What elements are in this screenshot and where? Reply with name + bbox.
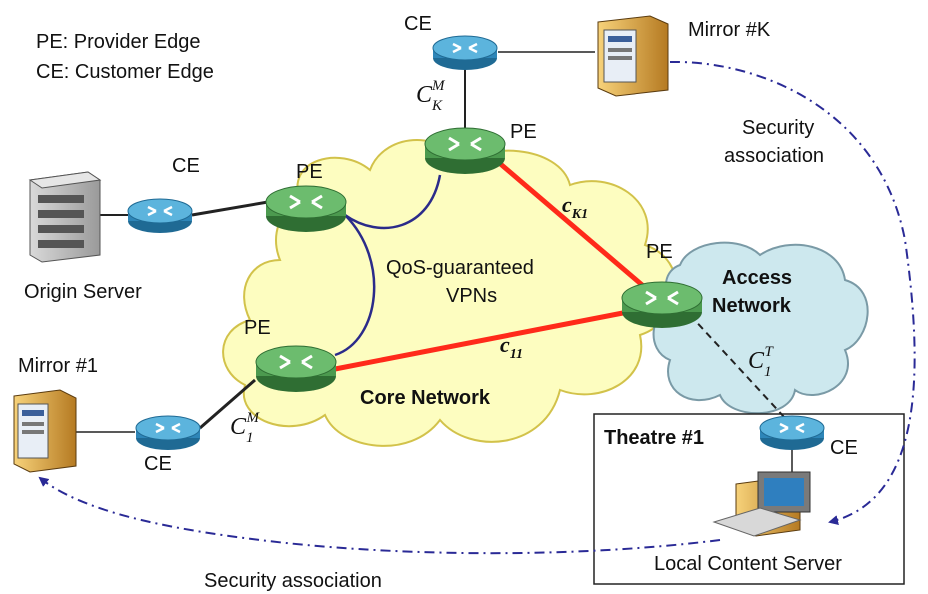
label-mirror-k: Mirror #K [688, 19, 771, 41]
label-c1m: C1M [230, 410, 261, 446]
mirror-1-icon [13, 389, 77, 473]
label-access-network-1: Access [722, 267, 792, 289]
vpn-link-pe-left-to-pe-bottom [334, 214, 376, 357]
label-c-11: c11 [500, 332, 523, 362]
router-ce-top [432, 35, 498, 70]
label-origin-server: Origin Server [24, 281, 142, 303]
legend-pe: PE: Provider Edge [36, 31, 201, 53]
label-pe-access: PE [646, 241, 673, 263]
router-pe-left [265, 185, 347, 232]
label-c-k1: cK1 [562, 192, 588, 222]
label-pe-left: PE [296, 161, 323, 183]
label-ce-bottom: CE [144, 453, 172, 475]
link-c-11 [329, 309, 629, 373]
link-ce-pe-bottom [199, 378, 256, 430]
label-security-association-right-1: Security [742, 117, 814, 139]
label-qos-vpn-1: QoS-guaranteed [386, 257, 534, 279]
label-core-network: Core Network [360, 387, 491, 409]
router-ce-left [127, 198, 193, 233]
origin-server-icon [28, 171, 102, 263]
label-local-content-server: Local Content Server [654, 553, 842, 575]
router-ce-theatre [759, 415, 825, 450]
label-ckm: CKM [416, 78, 446, 114]
router-pe-bottom [255, 345, 337, 392]
legend-ce: CE: Customer Edge [36, 61, 214, 83]
vpn-link-pe-left-to-pe-top [344, 174, 442, 230]
local-content-server-icon [712, 471, 811, 537]
mirror-k-icon [597, 15, 669, 97]
label-ce-top: CE [404, 13, 432, 35]
security-association-curve-bottom [38, 476, 721, 555]
label-mirror-1: Mirror #1 [18, 355, 98, 377]
theatre-box [593, 413, 905, 585]
label-ce-theatre: CE [830, 437, 858, 459]
label-theatre: Theatre #1 [604, 427, 704, 449]
label-pe-bottom: PE [244, 317, 271, 339]
router-ce-bottom [135, 415, 201, 450]
label-c1t: C1T [748, 344, 775, 380]
link-c-k1 [488, 153, 650, 292]
label-security-association-bottom: Security association [204, 570, 382, 592]
router-pe-access [621, 281, 703, 328]
label-pe-top: PE [510, 121, 537, 143]
link-ce-pe-left [191, 200, 269, 217]
access-network-cloud [652, 241, 869, 415]
security-association-curve-right [669, 60, 916, 525]
label-security-association-right-2: association [724, 145, 824, 167]
label-ce-left: CE [172, 155, 200, 177]
label-qos-vpn-2: VPNs [446, 285, 497, 307]
router-pe-top [424, 127, 506, 174]
label-access-network-2: Network [712, 295, 792, 317]
